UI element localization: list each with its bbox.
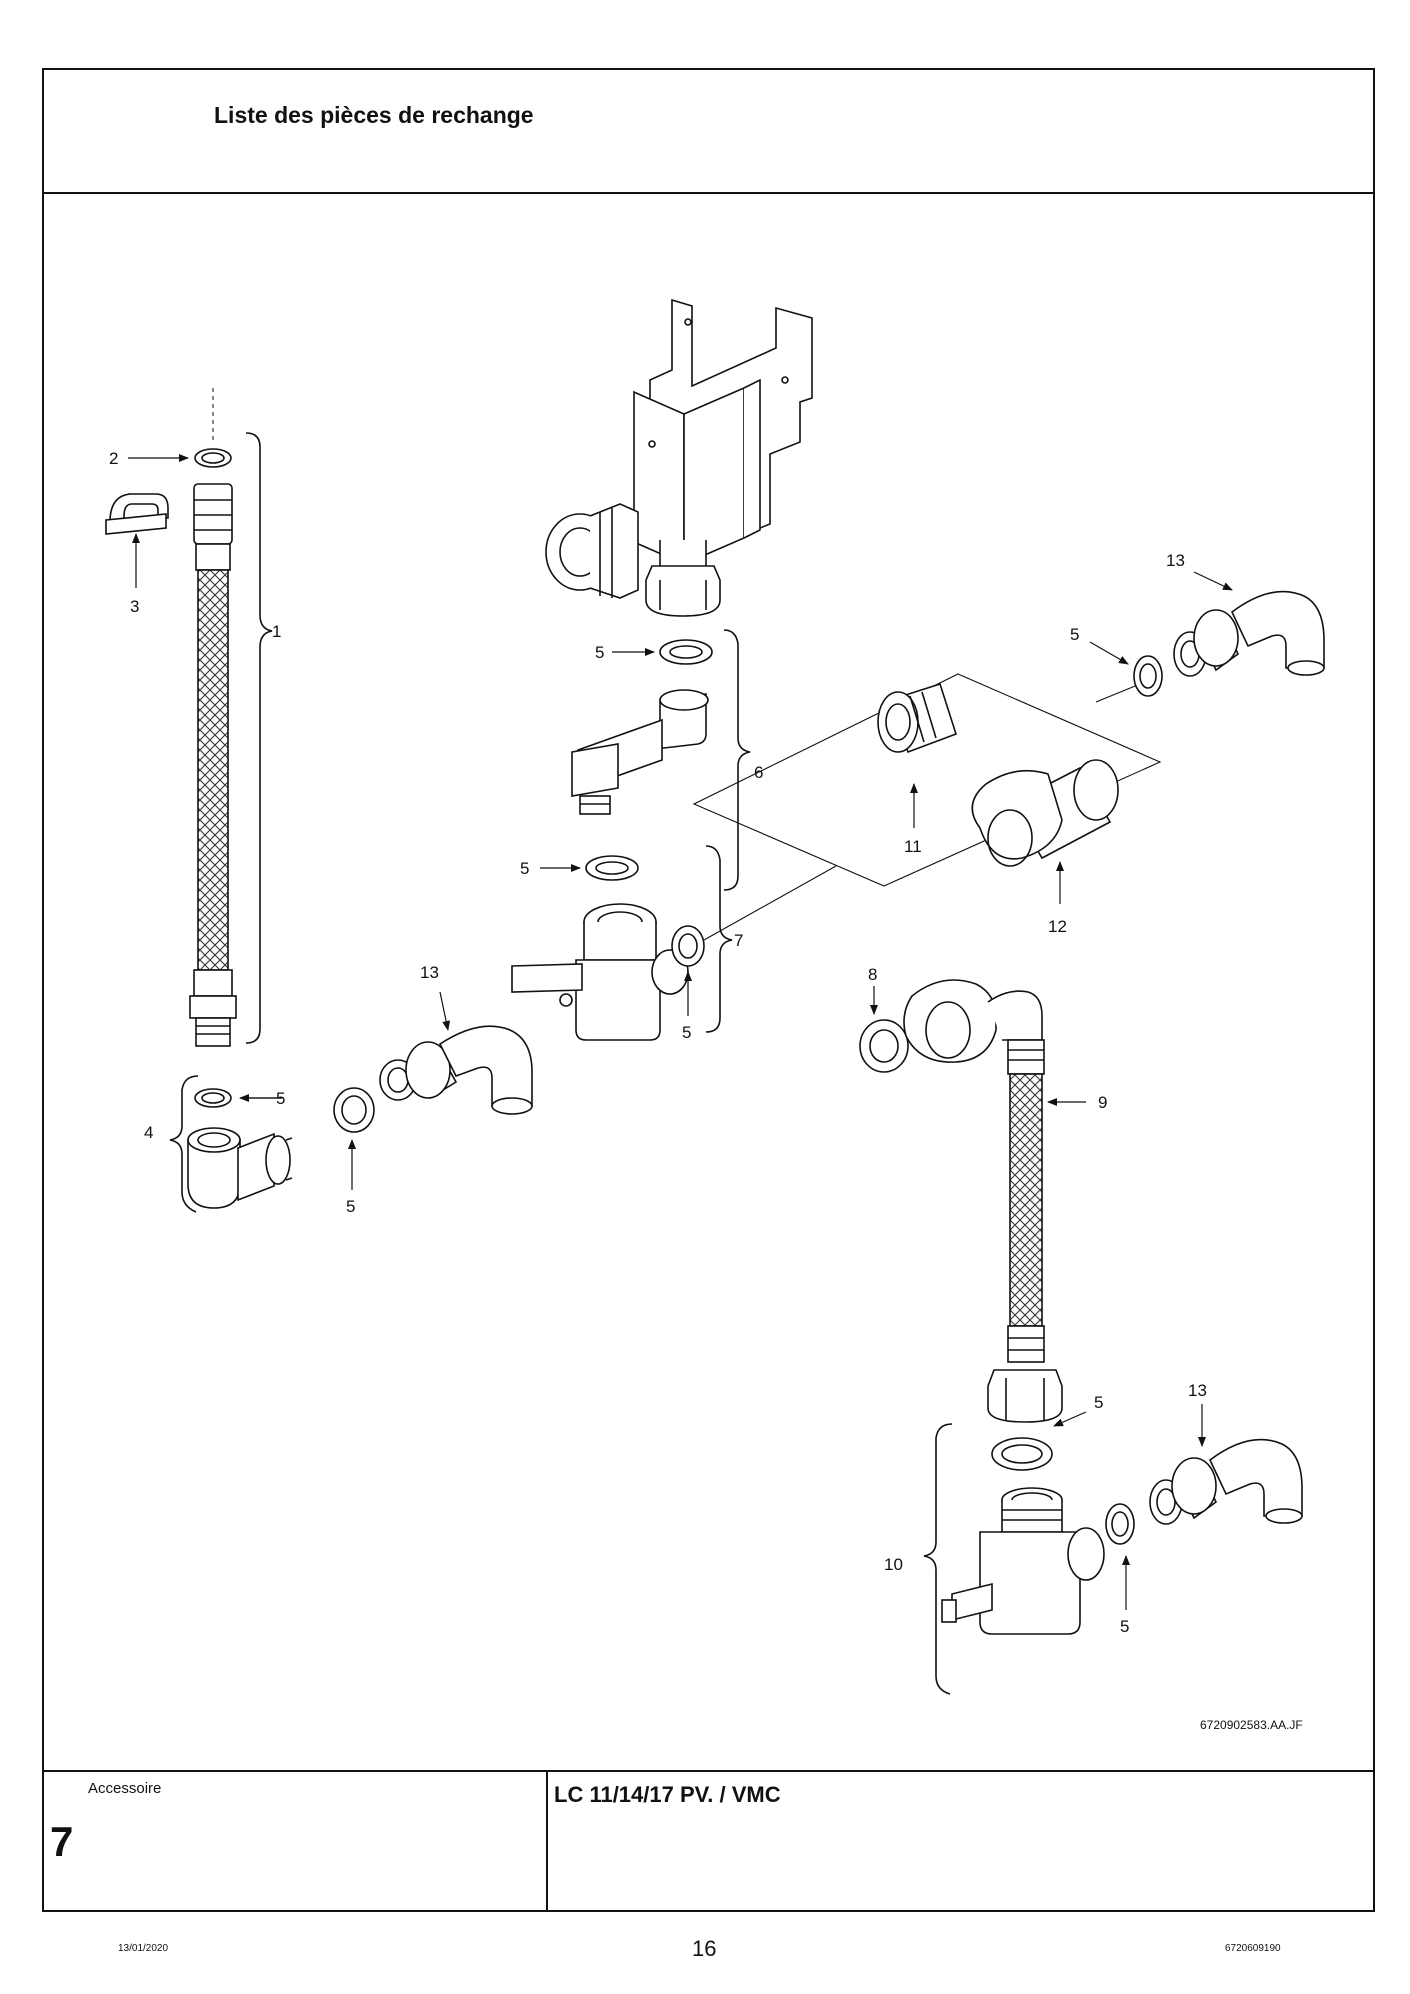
header-divider xyxy=(42,192,1375,194)
callout-2: 2 xyxy=(109,449,118,468)
callout-6: 6 xyxy=(754,763,763,782)
callout-5-lower-fitting: 5 xyxy=(520,859,529,878)
connector-hose-13-left xyxy=(379,1025,533,1115)
callout-5-valve: 5 xyxy=(682,1023,691,1042)
fitting-6 xyxy=(571,689,709,815)
bracket-4 xyxy=(169,1075,199,1213)
seal-ring-2 xyxy=(194,448,232,468)
page-number: 16 xyxy=(692,1936,717,1961)
seal-ring-5 xyxy=(333,1087,375,1133)
bracket-7 xyxy=(705,845,733,1033)
flexible-hose-right-9 xyxy=(903,979,1063,1423)
callout-labels: 1 2 3 4 5 5 5 5 5 5 5 5 5 6 7 8 9 10 11 … xyxy=(109,449,1207,1636)
bracket-6 xyxy=(723,629,751,891)
callout-8: 8 xyxy=(868,965,877,984)
callout-13-top-right: 13 xyxy=(1166,551,1185,570)
connector-hose-13-bottom xyxy=(1149,1438,1303,1525)
adapter-11 xyxy=(877,682,957,754)
valve-7 xyxy=(511,903,689,1041)
mounting-bracket xyxy=(545,298,813,617)
callout-5-left: 5 xyxy=(276,1089,285,1108)
callout-12: 12 xyxy=(1048,917,1067,936)
callout-5-upper-fitting: 5 xyxy=(595,643,604,662)
footer-divider xyxy=(42,1770,1375,1772)
chapter-number: 7 xyxy=(50,1818,74,1865)
callout-9: 9 xyxy=(1098,1093,1107,1112)
callout-3: 3 xyxy=(130,597,139,616)
callout-13-bottom-right: 13 xyxy=(1188,1381,1207,1400)
callout-13-left: 13 xyxy=(420,963,439,982)
seal-ring-8 xyxy=(859,1019,909,1073)
callout-5-bottom-left: 5 xyxy=(346,1197,355,1216)
document-number: 6720609190 xyxy=(1225,1943,1281,1954)
clip-3 xyxy=(105,493,169,535)
valve-10 xyxy=(941,1487,1105,1635)
connector-hose-13-top xyxy=(1173,590,1325,677)
bracket-10 xyxy=(923,1423,953,1695)
callout-7: 7 xyxy=(734,931,743,950)
callout-5-top-right: 5 xyxy=(1070,625,1079,644)
section-label: Accessoire xyxy=(88,1780,162,1797)
bracket-1 xyxy=(245,432,273,1044)
model-name: LC 11/14/17 PV. / VMC xyxy=(554,1782,781,1807)
assembly-guide xyxy=(692,673,1162,887)
nut-adapter-12 xyxy=(971,759,1119,867)
callout-1: 1 xyxy=(272,622,281,641)
callout-4: 4 xyxy=(144,1123,153,1142)
flexible-hose-left xyxy=(189,388,237,1047)
figure-reference: 6720902583.AA.JF xyxy=(1200,1718,1303,1732)
page-frame xyxy=(42,68,1375,1912)
footer-column-divider xyxy=(546,1770,548,1912)
exploded-parts-diagram: 1 2 3 4 5 5 5 5 5 5 5 5 5 6 7 8 9 10 11 … xyxy=(105,298,1325,1695)
callout-11: 11 xyxy=(904,837,922,856)
callout-5-hose-nut: 5 xyxy=(1094,1393,1103,1412)
elbow-fitting-4 xyxy=(187,1088,293,1209)
page-title: Liste des pièces de rechange xyxy=(214,102,534,128)
callout-5-bottom-right: 5 xyxy=(1120,1617,1129,1636)
print-date: 13/01/2020 xyxy=(118,1943,169,1954)
callout-10: 10 xyxy=(884,1555,903,1574)
